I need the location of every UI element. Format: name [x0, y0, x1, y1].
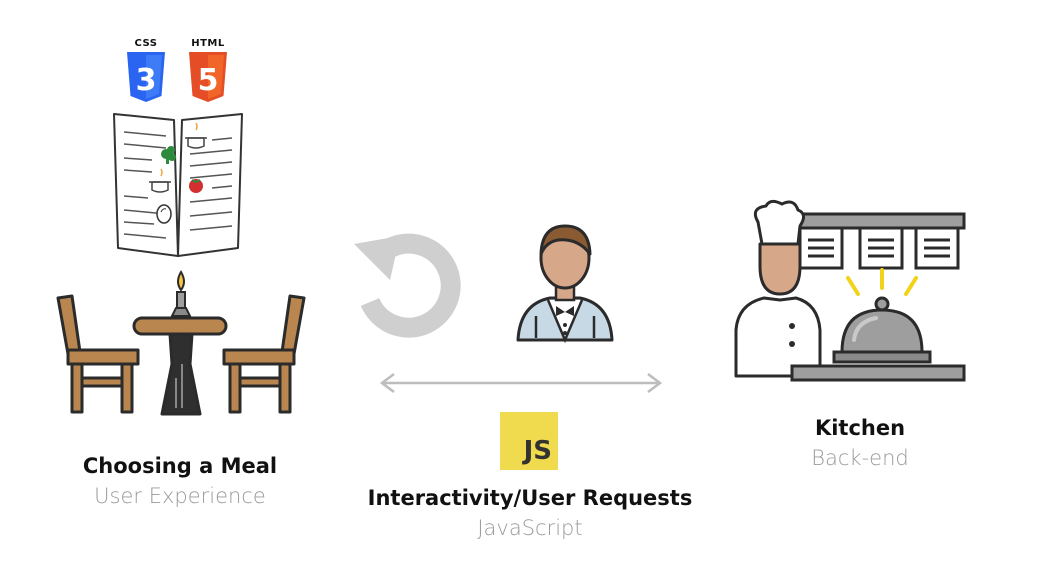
html5-glyph: 5	[198, 63, 219, 98]
dining-table-icon	[56, 270, 306, 416]
html5-shield-icon: 5	[189, 52, 227, 102]
back-end-subtitle: Back-end	[811, 446, 909, 470]
back-end-group: Kitchen Back-end	[720, 190, 1040, 490]
html-badge-label: HTML	[191, 38, 225, 49]
javascript-badge-icon: JS	[500, 412, 558, 470]
tomato-icon	[189, 179, 203, 193]
order-ticket-icon	[798, 226, 844, 270]
front-end-subtitle: User Experience	[94, 484, 266, 508]
chef-kitchen-icon	[734, 199, 966, 382]
refresh-cycle-icon	[354, 233, 461, 338]
front-end-group: CSS 3 HTML 5	[0, 0, 340, 520]
css3-shield-icon: 3	[127, 52, 165, 102]
css-badge-label: CSS	[134, 38, 158, 49]
interactivity-title: Interactivity/User Requests	[367, 486, 693, 510]
order-ticket-icon	[914, 226, 960, 270]
chair-icon	[222, 294, 306, 414]
double-arrow-icon	[379, 373, 663, 393]
interactivity-subtitle: JavaScript	[477, 516, 583, 540]
interactivity-group: JS Interactivity/User Requests JavaScrip…	[340, 200, 720, 560]
waiter-icon	[516, 224, 614, 344]
pot-icon	[149, 168, 171, 193]
cloche-icon	[832, 296, 932, 364]
front-end-title: Choosing a Meal	[82, 454, 278, 478]
back-end-title: Kitchen	[814, 416, 906, 440]
candle-icon	[170, 270, 192, 317]
broccoli-icon	[161, 146, 176, 164]
egg-icon	[156, 204, 172, 224]
chair-icon	[56, 294, 140, 414]
menu-booklet-icon	[113, 113, 243, 257]
css3-glyph: 3	[136, 63, 157, 98]
pot-icon	[185, 122, 207, 149]
order-ticket-icon	[858, 226, 904, 270]
